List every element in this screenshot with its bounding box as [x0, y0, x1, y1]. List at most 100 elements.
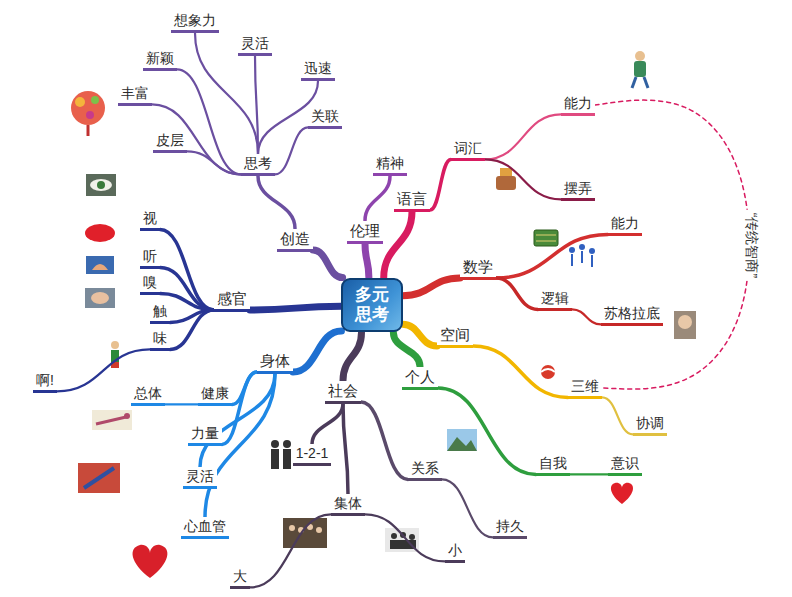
dancer — [591, 255, 593, 267]
branch-word: 创造 — [277, 229, 313, 252]
branch-text: 想象力 — [174, 12, 216, 29]
eye-picture — [86, 174, 116, 196]
branch-line — [384, 212, 412, 278]
branch-word: 苏格拉底 — [601, 304, 663, 326]
climber-body — [634, 61, 646, 77]
branch-word: 词汇 — [451, 139, 485, 161]
branch-word: 能力 — [561, 94, 595, 116]
branch-line — [258, 176, 295, 229]
branch-text: 灵活 — [186, 468, 214, 485]
abacus-frame — [534, 230, 558, 246]
branch-word: 意识 — [608, 454, 642, 476]
branch-line — [275, 127, 308, 174]
branch-line — [365, 176, 390, 221]
branch-line — [365, 514, 445, 561]
brain-picture — [71, 91, 105, 136]
branch-line — [160, 229, 214, 310]
iris — [97, 181, 105, 189]
branch-word: 伦理 — [347, 221, 383, 244]
branch-word: 身体 — [257, 351, 293, 374]
branch-word: 三维 — [568, 377, 602, 399]
branch-text: 身体 — [260, 352, 290, 370]
brain-dot — [91, 96, 99, 104]
branch-text: 词汇 — [454, 140, 482, 157]
pot-body — [496, 176, 516, 190]
branch-line — [403, 324, 437, 346]
branch-word: 听 — [140, 247, 160, 269]
climber-leg — [644, 77, 648, 88]
brain-dot — [86, 111, 94, 119]
branch-word: 啊! — [33, 371, 57, 393]
branch-line — [200, 374, 275, 468]
branch-word: 视 — [140, 209, 160, 231]
person-head — [283, 440, 291, 448]
push-up-picture — [92, 410, 132, 430]
branch-line — [165, 403, 198, 405]
branch-word: 自我 — [536, 454, 570, 476]
portrait-frame — [674, 311, 696, 339]
face — [316, 527, 322, 533]
branch-line — [602, 397, 633, 434]
central-topic: 多元 思考 — [341, 278, 402, 333]
branch-line — [313, 250, 343, 278]
branch-line — [403, 278, 460, 296]
branch-text: 精神 — [376, 155, 404, 172]
branch-text: 伦理 — [350, 222, 380, 240]
branch-word: 思考 — [241, 154, 275, 176]
branch-text: 皮层 — [156, 132, 184, 149]
branch-word: 协调 — [633, 414, 667, 436]
photo-frame — [92, 410, 132, 430]
branch-word: 嗅 — [140, 273, 160, 295]
branch-word: 持久 — [493, 517, 527, 539]
brain-stem — [87, 125, 90, 136]
face — [289, 525, 295, 531]
branch-text: 新颖 — [146, 50, 174, 67]
branch-word: 味 — [150, 329, 170, 351]
figure-head — [124, 413, 130, 419]
photo-frame — [86, 256, 114, 274]
branch-text: 语言 — [397, 190, 427, 208]
branch-text: 协调 — [636, 415, 664, 432]
climber-head — [635, 51, 645, 61]
lips-picture — [85, 224, 115, 242]
branch-word: 集体 — [331, 494, 365, 516]
branch-word: 关系 — [408, 459, 442, 481]
branch-text: 自我 — [539, 455, 567, 472]
figure — [96, 417, 126, 424]
branch-text: 视 — [143, 210, 157, 227]
sky — [447, 429, 477, 451]
branch-word: 关联 — [308, 107, 342, 129]
branch-text: 个人 — [405, 368, 435, 386]
branch-text: 意识 — [611, 455, 639, 472]
branch-word: 皮层 — [153, 131, 187, 153]
landscape-picture — [447, 429, 477, 451]
branch-line — [152, 104, 241, 174]
branch-word: 个人 — [402, 367, 438, 390]
ball-stripe — [541, 369, 555, 372]
branch-text: 丰富 — [121, 85, 149, 102]
climber-picture — [632, 51, 648, 88]
branch-text: 小 — [448, 542, 462, 559]
branch-text: 健康 — [201, 385, 229, 402]
branch-text: 数学 — [463, 258, 493, 276]
heart-picture — [133, 545, 168, 578]
branch-word: 感官 — [214, 289, 250, 312]
person — [409, 534, 415, 540]
branch-word: 空间 — [437, 325, 473, 348]
person — [391, 533, 397, 539]
link-label: “传统智商” — [744, 209, 761, 280]
dancer — [589, 248, 595, 254]
branch-word: 新颖 — [143, 49, 177, 71]
climber-leg — [632, 77, 636, 88]
hand-picture — [85, 288, 115, 308]
branch-line — [343, 404, 348, 495]
branch-word: 精神 — [373, 154, 407, 176]
branch-line — [442, 479, 493, 537]
person-head — [111, 341, 119, 349]
branch-text: 三维 — [571, 378, 599, 395]
branch-word: 小 — [445, 541, 465, 563]
branch-text: 思考 — [244, 155, 272, 172]
nose — [92, 264, 108, 270]
branch-word: 总体 — [131, 384, 165, 406]
branch-line — [250, 306, 341, 310]
